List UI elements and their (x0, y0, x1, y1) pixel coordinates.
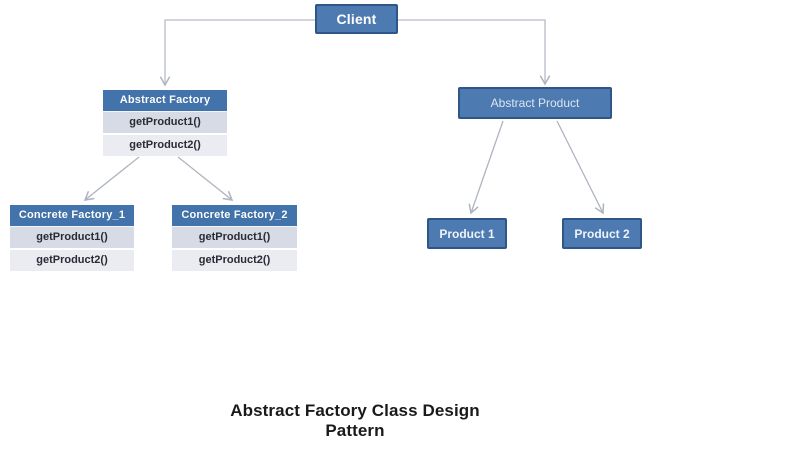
node-abstract-factory: Abstract Factory getProduct1() getProduc… (103, 90, 227, 156)
connector-abstract-factory-to-concrete-factory-1 (83, 156, 140, 201)
abstract-factory-method-1: getProduct1() (103, 111, 227, 133)
abstract-factory-title: Abstract Factory (103, 90, 227, 111)
connector-client-to-abstract-product (398, 19, 551, 86)
abstract-factory-method-2: getProduct2() (103, 133, 227, 156)
diagram-title: Abstract Factory Class Design Pattern (230, 401, 480, 440)
concrete-factory-1-method-2: getProduct2() (10, 248, 134, 271)
connector-client-to-abstract-factory (159, 19, 315, 87)
node-client: Client (315, 4, 398, 34)
connector-abstract-product-to-product-1 (468, 120, 504, 215)
node-product-1: Product 1 (427, 218, 507, 249)
connector-abstract-factory-to-concrete-factory-2 (177, 156, 234, 201)
node-concrete-factory-1: Concrete Factory_1 getProduct1() getProd… (10, 205, 134, 271)
concrete-factory-2-title: Concrete Factory_2 (172, 205, 297, 226)
node-concrete-factory-2: Concrete Factory_2 getProduct1() getProd… (172, 205, 297, 271)
node-abstract-product: Abstract Product (458, 87, 612, 119)
node-product-2: Product 2 (562, 218, 642, 249)
concrete-factory-2-method-2: getProduct2() (172, 248, 297, 271)
connector-abstract-product-to-product-2 (556, 120, 605, 215)
concrete-factory-1-title: Concrete Factory_1 (10, 205, 134, 226)
concrete-factory-2-method-1: getProduct1() (172, 226, 297, 248)
concrete-factory-1-method-1: getProduct1() (10, 226, 134, 248)
